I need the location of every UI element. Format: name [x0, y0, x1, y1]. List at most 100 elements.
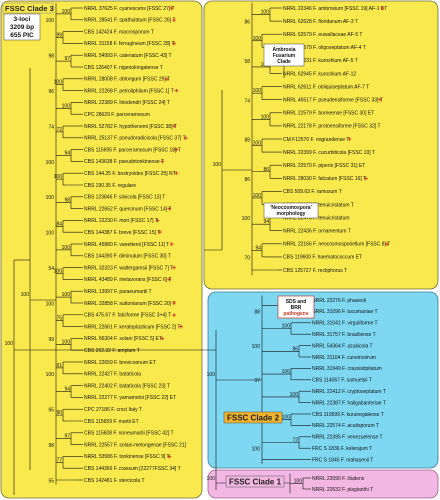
tip-label: CBS 144387 F. breve [FSSC 15] T [84, 230, 160, 236]
bootstrap-value: 97 [254, 378, 260, 384]
tip-label: NRRL 22557 F. solani-melongenae [FSSC 21… [84, 442, 187, 448]
bootstrap-value: 90 [56, 410, 62, 416]
bootstrap-value: 94 [64, 151, 70, 157]
tip-label: CPC 27186 F. croci Italy T [84, 407, 142, 413]
tip-labels: NRRL 37625 F. cyanescens [FSSC 27] TNRRL… [84, 6, 390, 493]
pathogen-mark: + [172, 17, 176, 24]
bootstrap-value: 74 [48, 124, 54, 130]
clade3-title: FSSC Clade 3 [5, 4, 54, 13]
clade3-title-box [2, 2, 54, 14]
tip-label: NRRL 28030 F. falcatum [FSSC 16] T [283, 176, 366, 182]
bootstrap-value: 55 [48, 478, 54, 484]
bootstrap-value: 100 [253, 88, 262, 94]
bootstrap-value: 97 [64, 56, 70, 62]
bootstrap-value: 99 [48, 337, 54, 343]
deep-bootstrap-value: 100 [21, 292, 30, 298]
tip-label: NRRL 22276 F. phaseoli [312, 298, 366, 304]
tip-label: CBS 115695 F. parceramosum [FSSC 18] T [84, 147, 181, 153]
bootstrap-value: 100 [242, 216, 251, 222]
deep-bootstrap-value: 100 [5, 341, 14, 347]
tip-label: NRRL 62579 F. oligoseptatum AF-4 T [283, 45, 366, 51]
tip-label: CBS 142481 F. stercicola T [84, 478, 145, 484]
bootstrap-value: 100 [252, 344, 261, 350]
pathogen-mark: + [167, 206, 171, 213]
tip-label: CBS 114067 F. samuelsii T [312, 378, 372, 384]
tip-label: CBS 115608 F. noneumartii [FSSC 42] T [84, 431, 174, 437]
bootstrap-value: 100 [46, 195, 55, 201]
bootstrap-value: 96 [48, 89, 54, 95]
tip-label: NRRL 22395 F. venezuelense T [312, 435, 383, 441]
clade3-stats-box [3, 13, 41, 41]
bootstrap-value: 100 [54, 269, 63, 275]
tip-label: CM F12570 F. riograndense T [283, 137, 349, 143]
tip-label: NRRL 22402 F. batatícola [FSSC 23] T [84, 383, 170, 389]
pathogen-mark: + [385, 241, 389, 248]
bootstrap-value: 100 [46, 160, 55, 166]
tip-label: CBS 119600 F. haematococcum ET [283, 255, 362, 261]
bootstrap-value: 100 [290, 392, 299, 398]
pathogen-mark: + [158, 230, 162, 237]
pathogen-mark: + [364, 176, 368, 183]
bootstrap-value: 100 [253, 193, 262, 199]
tip-label: NRRL 25137 F. pseudoradicicola [FSSC 37]… [84, 136, 186, 142]
tip-label: NRRL 46517 F. pseudensiforme [FSSC 33] T [283, 98, 383, 104]
tip-label: CBS 119599 F. kurunegalense T [312, 412, 384, 418]
tip-label: NRRL 22399 F. cucurbiticola [FSSC 10] T [283, 150, 375, 156]
pathogen-mark: + [179, 324, 183, 331]
tip-label: NRRL 22387 F. haligabanteriae T [312, 400, 386, 406]
tip-label: NRRL 45880 F. vanettenii [FSSC 11] T [84, 242, 169, 248]
pathogen-mark: + [170, 6, 174, 13]
bootstrap-value: 58 [244, 59, 250, 65]
pathogen-mark: + [172, 301, 176, 308]
bootstrap-value: 88 [244, 138, 250, 144]
tip-label: NRRL 22436 F. ornamentum T [283, 229, 351, 235]
tip-label: NRRL 22470 F. tenuicristatum [283, 215, 350, 221]
tip-label: NRRL 32858 F. suttonianum [FSSC 20] T [84, 301, 175, 307]
bootstrap-value: 100 [46, 372, 55, 378]
tip-label: NRRL 22579 F. borneense [FSSC 30] ET [283, 111, 374, 117]
clade2-annotation-box [277, 295, 315, 319]
bootstrap-value: 98 [48, 54, 54, 60]
pathogen-mark: + [347, 137, 351, 144]
tip-label: NRRL 32323 F. waltergamsii [FSSC 7] T [84, 265, 173, 271]
tip-label: NRRL 22166 F. neocosmosporiellum [FSSC 8… [283, 242, 390, 248]
pathogen-mark: + [165, 76, 169, 83]
tip-label: CBS 123846 F. silvicola [FSSC 13] T [84, 195, 165, 201]
bootstrap-value: 100 [282, 415, 291, 421]
right-top-box [203, 0, 439, 290]
clade1-title: FSSC Clade 1 [229, 478, 282, 487]
bootstrap-value: 75 [56, 316, 62, 322]
bootstrap-value: 100 [253, 36, 262, 42]
tip-label: NRRL 22090 F. illudens [312, 476, 365, 482]
clade1-title-box [225, 475, 285, 488]
bootstrap-value: 100 [294, 479, 303, 485]
pathogen-mark: + [167, 454, 171, 461]
pathogen-mark: + [160, 159, 164, 166]
tip-label: CBS 144.25 F. bostryoides [FSSC 25] NT [84, 171, 176, 177]
tip-label: NRRL 31041 F. virguliforme T [312, 321, 378, 327]
bootstrap-value: 100 [62, 9, 71, 15]
bootstrap-value: 100 [252, 446, 261, 452]
pathogen-mark: + [172, 312, 176, 319]
clade2-box [207, 291, 439, 469]
bootstrap-value: 98 [64, 198, 70, 204]
bootstrap-value: 100 [261, 114, 270, 120]
pathogen-mark: + [170, 242, 174, 249]
tip-label: NRRL 13997 F. paraeumartii T [84, 289, 152, 295]
tip-label: CBS 190.35 F. regulare [84, 183, 136, 189]
bootstrap-value: 97 [64, 434, 70, 440]
tip-label: CBS 509.63 F. ramosum T [283, 189, 342, 195]
tip-label: NRRL 54993 F. catenatum [FSSC 43] T [84, 53, 172, 59]
bootstrap-value: 72 [56, 127, 62, 133]
pathogen-mark: + [167, 277, 171, 284]
tip-label: NRRL 43489 F. metavorans [FSSC 6] T [84, 277, 172, 283]
tip-label: NRRL 22659 F. brevicoonum ET [84, 360, 156, 366]
deep-bootstrap-value: 100 [213, 162, 222, 168]
pathogen-mark: + [380, 6, 384, 13]
clade2-title-box [223, 411, 283, 424]
bootstrap-value: 61 [56, 363, 62, 369]
tip-label: NRRL 22661 F. keratoplasticum [FSSC 2] T [84, 324, 180, 330]
bootstrap-value: 100 [282, 324, 291, 330]
